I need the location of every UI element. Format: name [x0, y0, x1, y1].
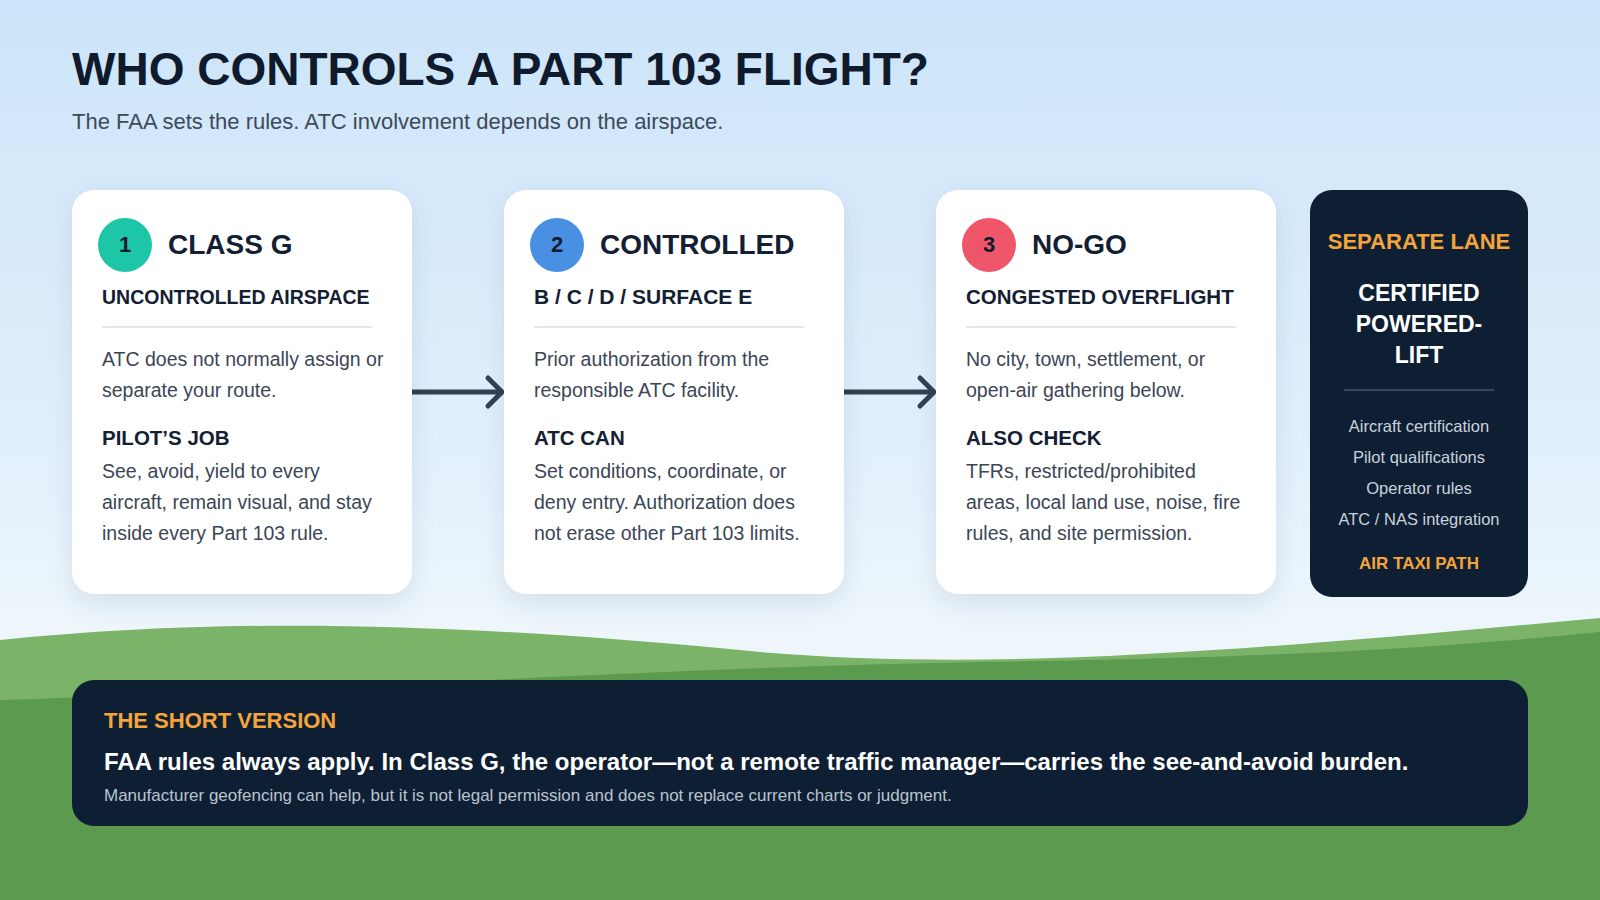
- d-tail-text: AIR TAXI PATH: [1316, 551, 1522, 577]
- d-item-text: Pilot qualifications: [1316, 442, 1522, 473]
- c-head-text: NO-GO: [1032, 228, 1248, 262]
- subtitle: The FAA sets the rules. ATC involvement …: [72, 108, 723, 137]
- c-body-text: ATC does not normally assign or separate…: [102, 344, 384, 406]
- c-sec-text: ATC CAN: [534, 424, 816, 452]
- airspace-card: NO-GO CONGESTED OVERFLIGHT No city, town, …: [936, 190, 1276, 594]
- b-head-text: THE SHORT VERSION: [104, 706, 1496, 736]
- num-text: 1: [119, 234, 131, 256]
- c-sub-text: CONGESTED OVERFLIGHT: [966, 284, 1236, 328]
- c-sub-text: UNCONTROLLED AIRSPACE: [102, 284, 372, 328]
- airspace-card: CONTROLLED B / C / D / SURFACE E Prior aut…: [504, 190, 844, 594]
- separate-lane-card: SEPARATE LANE CERTIFIED POWERED-LIFT Aircr…: [1310, 190, 1528, 597]
- d-item-text: Aircraft certification: [1316, 411, 1522, 442]
- summary-band: THE SHORT VERSION FAA rules always apply.…: [72, 680, 1528, 826]
- back-hill: [0, 618, 1600, 900]
- arrow-head: [488, 378, 502, 406]
- arrow-head: [920, 378, 934, 406]
- d-item-text: Operator rules: [1316, 473, 1522, 504]
- b-note-text: Manufacturer geofencing can help, but it…: [104, 784, 1496, 808]
- front-hill: [0, 632, 1600, 900]
- d-sub-text: CERTIFIED POWERED-LIFT: [1344, 278, 1494, 391]
- title: WHO CONTROLS A PART 103 FLIGHT?: [72, 44, 929, 95]
- airspace-card: CLASS G UNCONTROLLED AIRSPACE ATC does not…: [72, 190, 412, 594]
- arrow-line: [412, 390, 501, 395]
- b-main-text: FAA rules always apply. In Class G, the …: [104, 746, 1496, 778]
- c-sub-text: B / C / D / SURFACE E: [534, 284, 804, 328]
- num-text: 2: [551, 234, 563, 256]
- arrow-line: [844, 390, 933, 395]
- c-secbody-text: See, avoid, yield to every aircraft, rem…: [102, 456, 384, 549]
- step-number: 3: [962, 218, 1016, 272]
- c-sec-text: PILOT’S JOB: [102, 424, 384, 452]
- flow-arrow: [844, 378, 934, 406]
- c-body-text: Prior authorization from the responsible…: [534, 344, 816, 406]
- d-head-text: SEPARATE LANE: [1316, 228, 1522, 256]
- c-body-text: No city, town, settlement, or open-air g…: [966, 344, 1248, 406]
- c-head-text: CLASS G: [168, 228, 384, 262]
- num-text: 3: [983, 234, 995, 256]
- d-item-text: ATC / NAS integration: [1316, 504, 1522, 535]
- c-sec-text: ALSO CHECK: [966, 424, 1248, 452]
- step-number: 1: [98, 218, 152, 272]
- c-secbody-text: TFRs, restricted/prohibited areas, local…: [966, 456, 1248, 549]
- c-secbody-text: Set conditions, coordinate, or deny entr…: [534, 456, 816, 549]
- c-head-text: CONTROLLED: [600, 228, 816, 262]
- step-number: 2: [530, 218, 584, 272]
- flow-arrow: [412, 378, 502, 406]
